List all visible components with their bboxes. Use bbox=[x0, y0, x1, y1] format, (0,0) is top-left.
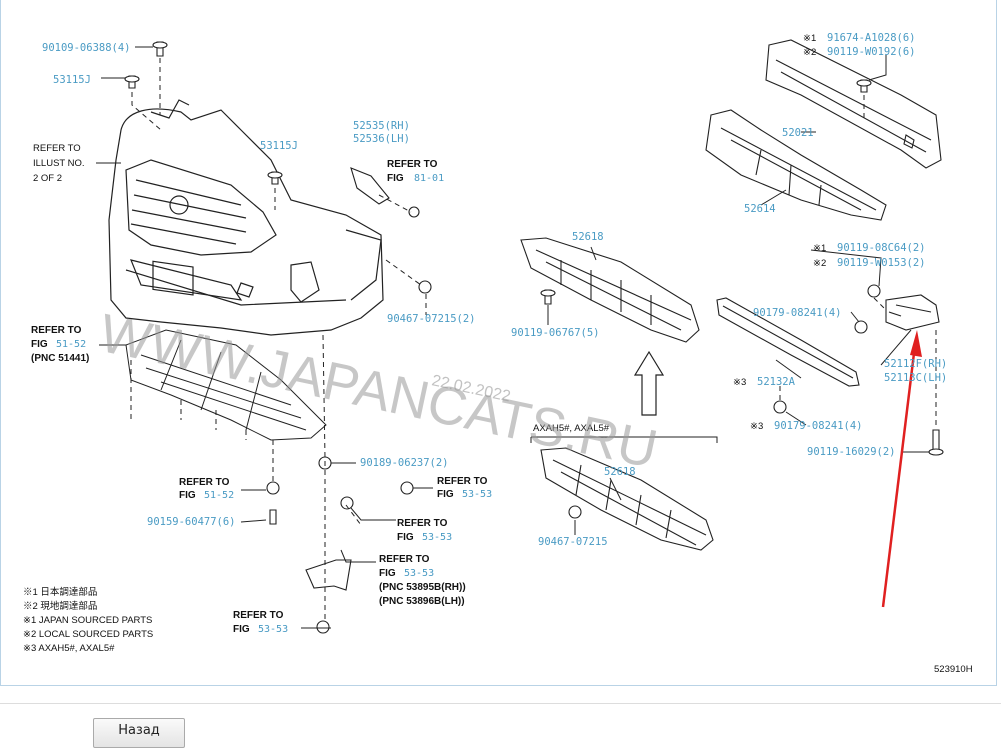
lower-grille bbox=[125, 329, 327, 441]
fasteners-left bbox=[124, 41, 432, 634]
right-leaders bbox=[760, 55, 937, 453]
refer-5353-c-fig: FIG bbox=[379, 568, 396, 579]
refer-5353-b-label: REFER TO bbox=[397, 518, 448, 529]
refer-illust-line3: 2 OF 2 bbox=[33, 173, 62, 184]
up-arrow bbox=[633, 350, 665, 416]
pnc-53895b: (PNC 53895B(RH)) bbox=[379, 582, 466, 593]
refer-5152-a-label: REFER TO bbox=[31, 325, 82, 336]
legend-line-4: ※2 LOCAL SOURCED PARTS bbox=[23, 629, 153, 640]
part-52618-lower[interactable]: 52618 bbox=[604, 466, 636, 478]
part-53115j-a[interactable]: 53115J bbox=[53, 74, 91, 86]
refer-5353-a-label: REFER TO bbox=[437, 476, 488, 487]
fig-53-53-c[interactable]: 53-53 bbox=[404, 568, 434, 579]
refer-5152-b-fig: FIG bbox=[179, 490, 196, 501]
mark-2-a: ※2 bbox=[803, 47, 816, 58]
refer-5353-a-fig: FIG bbox=[437, 489, 454, 500]
refer-5152-a-fig: FIG bbox=[31, 339, 48, 350]
part-52614[interactable]: 52614 bbox=[744, 203, 776, 215]
bumper-cover bbox=[108, 99, 384, 336]
part-52112f[interactable]: 52112F(RH) bbox=[884, 358, 947, 370]
fasteners-center bbox=[540, 289, 582, 519]
fig-53-53-d[interactable]: 53-53 bbox=[258, 624, 288, 635]
refer-5353-d-fig: FIG bbox=[233, 624, 250, 635]
part-52021[interactable]: 52021 bbox=[782, 127, 814, 139]
refer-81-label: REFER TO bbox=[387, 159, 438, 170]
refer-5353-b-fig: FIG bbox=[397, 532, 414, 543]
part-90467-07215-2[interactable]: 90467-07215(2) bbox=[387, 313, 476, 325]
legend-line-3: ※1 JAPAN SOURCED PARTS bbox=[23, 615, 152, 626]
fig-51-52-b[interactable]: 51-52 bbox=[204, 490, 234, 501]
legend-line-5: ※3 AXAH5#, AXAL5# bbox=[23, 643, 115, 654]
fig-51-52-a[interactable]: 51-52 bbox=[56, 339, 86, 350]
part-52535[interactable]: 52535(RH) bbox=[353, 120, 410, 132]
illustration-id: 523910H bbox=[934, 664, 973, 675]
absorber-lower bbox=[540, 447, 714, 551]
back-button[interactable]: Назад bbox=[93, 718, 185, 748]
retainer bbox=[705, 109, 887, 221]
fig-53-53-a[interactable]: 53-53 bbox=[462, 489, 492, 500]
part-90159-60477[interactable]: 90159-60477(6) bbox=[147, 516, 236, 528]
legend-line-1: ※1 日本調達部品 bbox=[23, 586, 97, 598]
part-90189-06237[interactable]: 90189-06237(2) bbox=[360, 457, 449, 469]
refer-5353-c-label: REFER TO bbox=[379, 554, 430, 565]
refer-81-fig: FIG bbox=[387, 173, 404, 184]
part-53115j-b[interactable]: 53115J bbox=[260, 140, 298, 152]
part-90179-08241-a[interactable]: 90179-08241(4) bbox=[753, 307, 842, 319]
refer-illust-line2: ILLUST NO. bbox=[33, 158, 85, 169]
fig-81-01[interactable]: 81-01 bbox=[414, 173, 444, 184]
leader-lines-left bbox=[130, 58, 427, 620]
lower-reinforcement bbox=[716, 297, 860, 387]
part-90109-06388[interactable]: 90109-06388(4) bbox=[42, 42, 131, 54]
part-90467-07215[interactable]: 90467-07215 bbox=[538, 536, 608, 548]
part-90119-w0192[interactable]: 90119-W0192(6) bbox=[827, 46, 916, 58]
refer-5353-d-label: REFER TO bbox=[233, 610, 284, 621]
mark-1-a: ※1 bbox=[803, 33, 816, 44]
part-90119-06767[interactable]: 90119-06767(5) bbox=[511, 327, 600, 339]
solid-leaders-left bbox=[96, 46, 433, 629]
refer-illust-line1: REFER TO bbox=[33, 143, 81, 154]
mark-3-b: ※3 bbox=[750, 421, 763, 432]
reinforcement-beam bbox=[765, 39, 942, 169]
mark-2-b: ※2 bbox=[813, 258, 826, 269]
mark-1-b: ※1 bbox=[813, 243, 826, 254]
bracket bbox=[885, 294, 940, 331]
fig-53-53-b[interactable]: 53-53 bbox=[422, 532, 452, 543]
mark-3-a: ※3 bbox=[733, 377, 746, 388]
part-90119-08c64[interactable]: 90119-08C64(2) bbox=[837, 242, 926, 254]
part-52618-upper[interactable]: 52618 bbox=[572, 231, 604, 243]
refer-5152-b-label: REFER TO bbox=[179, 477, 230, 488]
part-52536[interactable]: 52536(LH) bbox=[353, 133, 410, 145]
part-52132a[interactable]: 52132A bbox=[757, 376, 796, 388]
parts-diagram: 90109-06388(4) 53115J 53115J 52535(RH) 5… bbox=[23, 32, 973, 675]
fasteners-right bbox=[773, 79, 944, 456]
part-90119-16029[interactable]: 90119-16029(2) bbox=[807, 446, 896, 458]
pnc-53896b: (PNC 53896B(LH)) bbox=[379, 596, 465, 607]
part-91674-a1028[interactable]: 91674-A1028(6) bbox=[827, 32, 916, 44]
part-90119-w0153[interactable]: 90119-W0153(2) bbox=[837, 257, 926, 269]
center-leaders bbox=[530, 246, 718, 535]
divider bbox=[0, 703, 1001, 704]
variant-label: AXAH5#, AXAL5# bbox=[533, 423, 610, 434]
diagram-panel: 90109-06388(4) 53115J 53115J 52535(RH) 5… bbox=[0, 0, 997, 686]
red-arrow bbox=[881, 330, 922, 608]
absorber-upper bbox=[520, 237, 700, 343]
part-52113c[interactable]: 52113C(LH) bbox=[884, 372, 947, 384]
legend-line-2: ※2 現地調達部品 bbox=[23, 600, 97, 612]
pnc-51441: (PNC 51441) bbox=[31, 353, 89, 364]
part-90179-08241-b[interactable]: 90179-08241(4) bbox=[774, 420, 863, 432]
